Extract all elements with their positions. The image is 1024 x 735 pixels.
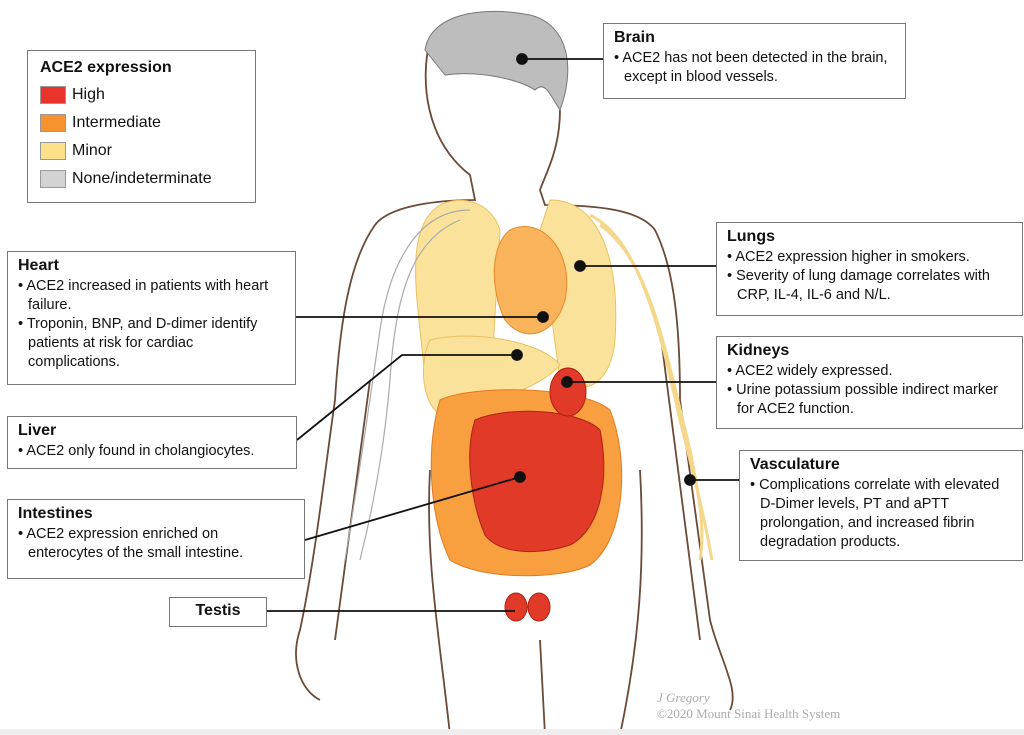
legend-label: Intermediate (72, 114, 161, 131)
legend-label: Minor (72, 142, 113, 159)
connector-lines (267, 53, 739, 612)
callout-bullet: ACE2 expression enriched on enterocytes … (18, 525, 294, 563)
swatch-intermediate (40, 114, 66, 132)
callout-testis: Testis (169, 597, 267, 627)
swatch-none (40, 170, 66, 188)
callout-heart: Heart ACE2 increased in patients with he… (7, 251, 296, 385)
brain-shape (424, 10, 569, 112)
small-intestine-shape (469, 410, 605, 553)
swatch-minor (40, 142, 66, 160)
callout-vasculature: Vasculature Complications correlate with… (739, 450, 1023, 561)
legend: ACE2 expression High Intermediate Minor … (27, 50, 256, 203)
callout-intestines: Intestines ACE2 expression enriched on e… (7, 499, 305, 579)
callout-title: Heart (18, 257, 59, 274)
callout-brain: Brain ACE2 has not been detected in the … (603, 23, 906, 99)
bottom-bar (0, 729, 1024, 735)
swatch-high (40, 86, 66, 104)
callout-bullet: Severity of lung damage correlates with … (727, 267, 1012, 305)
callout-title: Lungs (727, 228, 775, 245)
callout-title: Testis (195, 602, 241, 619)
legend-item-none: None/indeterminate (40, 165, 243, 193)
callout-title: Liver (18, 422, 57, 439)
vessels-right (589, 213, 714, 561)
legend-item-intermediate: Intermediate (40, 109, 243, 137)
callout-title: Kidneys (727, 342, 790, 359)
callout-title: Vasculature (750, 456, 840, 473)
callout-bullet: Complications correlate with elevated D-… (750, 476, 1012, 552)
callout-bullet: ACE2 increased in patients with heart fa… (18, 277, 285, 315)
callout-kidneys: Kidneys ACE2 widely expressed.Urine pota… (716, 336, 1023, 429)
callout-bullet: ACE2 widely expressed. (727, 362, 1012, 381)
testis-right-shape (527, 592, 551, 622)
copyright: ©2020 Mount Sinai Health System (657, 706, 841, 721)
kidney-shape (549, 367, 587, 417)
callout-bullet: ACE2 only found in cholangiocytes. (18, 442, 286, 461)
callout-bullet: ACE2 has not been detected in the brain,… (614, 49, 895, 87)
legend-item-high: High (40, 81, 243, 109)
heart-shape (493, 226, 568, 335)
testis-left-shape (504, 592, 528, 622)
credit: J Gregory ©2020 Mount Sinai Health Syste… (657, 690, 840, 722)
callout-lungs: Lungs ACE2 expression higher in smokers.… (716, 222, 1023, 316)
legend-label: High (72, 86, 105, 103)
legend-item-minor: Minor (40, 137, 243, 165)
legend-title: ACE2 expression (40, 59, 172, 76)
callout-liver: Liver ACE2 only found in cholangiocytes. (7, 416, 297, 469)
callout-bullet: Troponin, BNP, and D-dimer identify pati… (18, 315, 285, 372)
callout-title: Brain (614, 29, 655, 46)
artist-credit: J Gregory (657, 690, 710, 705)
callout-bullet: Urine potassium possible indirect marker… (727, 381, 1012, 419)
legend-label: None/indeterminate (72, 170, 212, 187)
callout-bullet: ACE2 expression higher in smokers. (727, 248, 1012, 267)
callout-title: Intestines (18, 505, 93, 522)
vessels-left (344, 209, 471, 561)
